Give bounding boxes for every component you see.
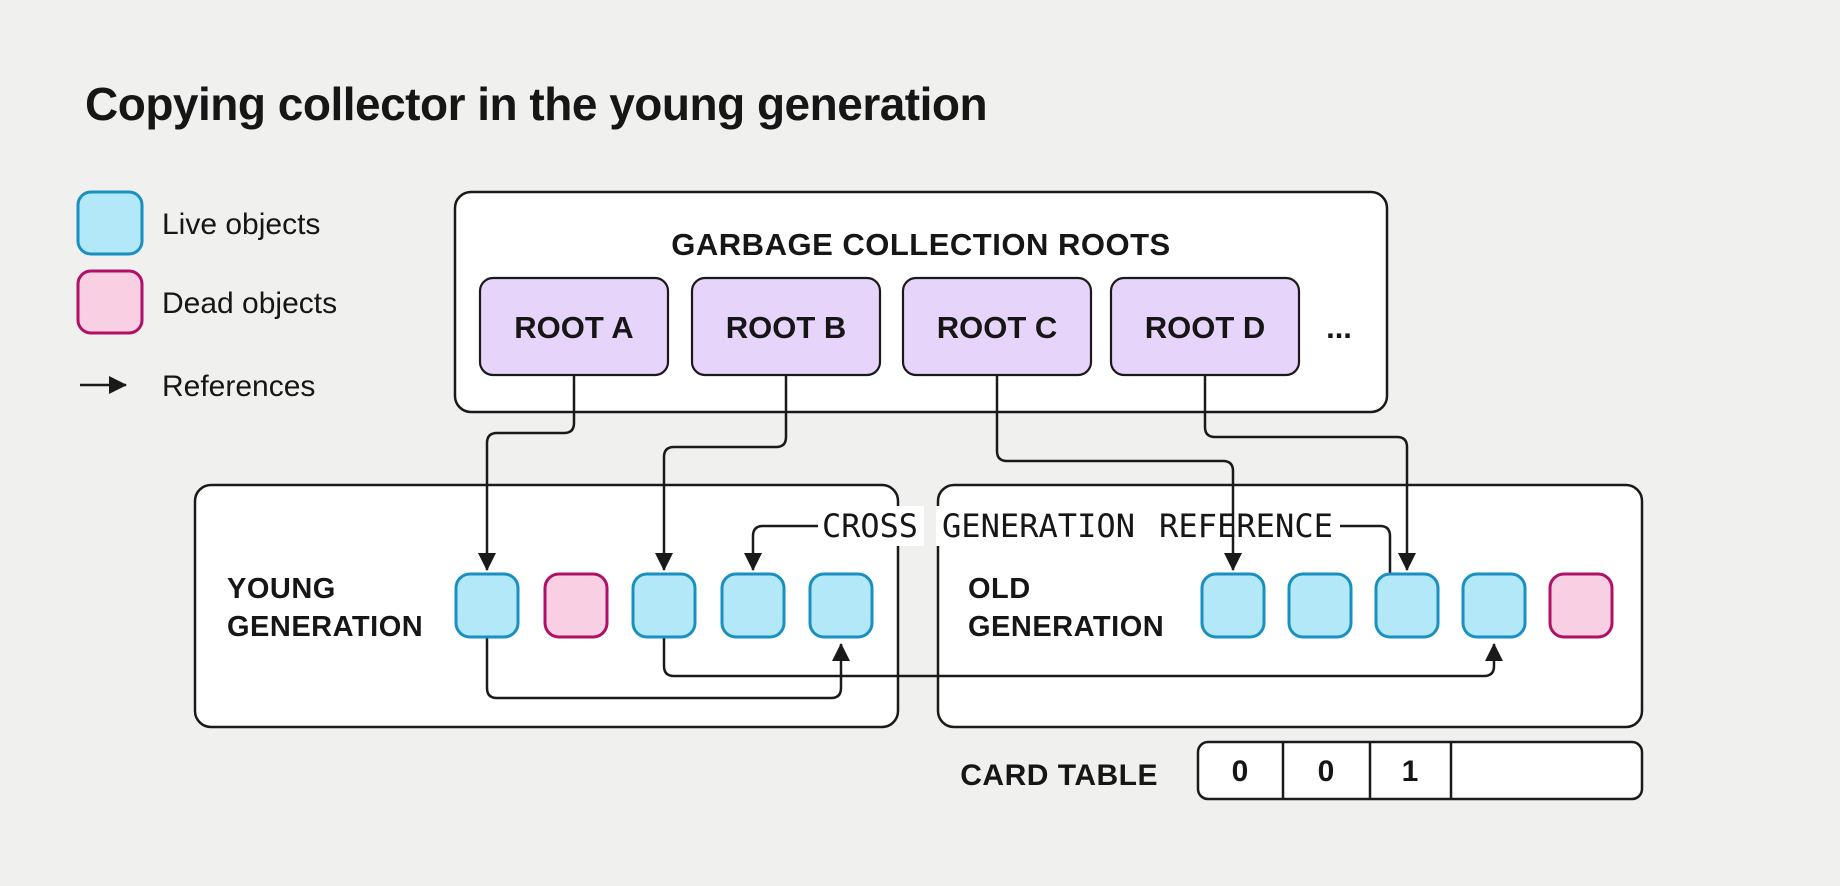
- old-generation-objects: [1200, 572, 1614, 639]
- young-generation-label-line2: GENERATION: [227, 611, 423, 643]
- card-table: CARD TABLE 0 0 1: [960, 740, 1644, 801]
- reference-arrows: [478, 375, 1503, 700]
- live-object-swatch-icon: [76, 190, 144, 256]
- legend-live-label: Live objects: [162, 208, 320, 241]
- cross-gen-word-1: CROSS: [822, 507, 918, 545]
- gc-roots-title: GARBAGE COLLECTION ROOTS: [671, 227, 1170, 262]
- root-a-label: ROOT A: [514, 310, 633, 345]
- dead-object-swatch-icon: [76, 269, 144, 335]
- line-crossref-to-old-3: [1340, 524, 1392, 574]
- root-d-label: ROOT D: [1145, 310, 1266, 345]
- old-generation-label-line1: OLD: [968, 573, 1031, 605]
- legend-references-label: References: [162, 370, 315, 403]
- legend: Live objects Dead objects References: [76, 190, 337, 403]
- arrow-young-1-to-young-5: [485, 638, 850, 700]
- arrow-crossref-to-young-4: [744, 524, 818, 571]
- cross-gen-word-3: REFERENCE: [1159, 507, 1333, 545]
- page-title: Copying collector in the young generatio…: [85, 78, 987, 130]
- young-object-1: [454, 572, 520, 639]
- old-object-2: [1287, 572, 1353, 639]
- card-table-cell-2: 0: [1318, 755, 1335, 788]
- old-object-5: [1548, 572, 1614, 639]
- roots-ellipsis: ...: [1326, 310, 1352, 345]
- old-object-3: [1374, 572, 1440, 639]
- card-table-cell-3: 1: [1402, 755, 1419, 788]
- card-table-box: [1196, 740, 1644, 801]
- young-generation-objects: [454, 572, 874, 639]
- arrow-root-b-to-young-3: [655, 375, 788, 571]
- root-c-label: ROOT C: [937, 310, 1058, 345]
- card-table-cell-1: 0: [1232, 755, 1249, 788]
- arrow-root-a-to-young-1: [478, 375, 576, 571]
- young-object-3: [631, 572, 697, 639]
- young-generation-label-line1: YOUNG: [227, 573, 336, 605]
- card-table-label: CARD TABLE: [960, 759, 1158, 792]
- cross-gen-word-2: GENERATION: [942, 507, 1135, 545]
- arrow-root-d-to-old-3: [1203, 375, 1416, 571]
- arrow-young-3-to-old-4: [662, 638, 1503, 678]
- arrow-root-c-to-old-1: [995, 375, 1242, 571]
- old-generation-label-line2: GENERATION: [968, 611, 1164, 643]
- old-object-1: [1200, 572, 1266, 639]
- legend-dead-label: Dead objects: [162, 287, 337, 320]
- root-b-label: ROOT B: [726, 310, 847, 345]
- young-object-5: [808, 572, 874, 639]
- old-object-4: [1461, 572, 1527, 639]
- young-object-2: [543, 572, 609, 639]
- gc-roots-box: GARBAGE COLLECTION ROOTS ROOT A ROOT B R…: [453, 190, 1389, 414]
- cross-generation-reference-label: CROSS GENERATION REFERENCE: [816, 506, 1339, 546]
- young-object-4: [720, 572, 786, 639]
